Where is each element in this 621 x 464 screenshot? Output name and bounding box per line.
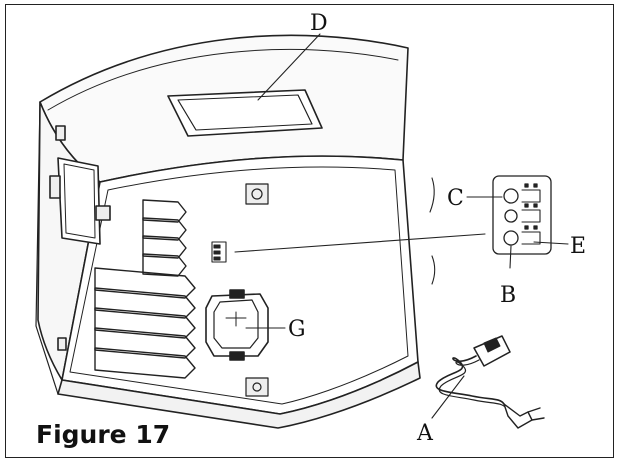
button-b (503, 230, 519, 246)
handle-opening (167, 89, 323, 137)
power-inlet (205, 289, 269, 361)
callout-leaders (245, 33, 569, 419)
callout-d: D (310, 11, 328, 36)
leader-e (533, 241, 569, 245)
side-door (49, 125, 111, 351)
callout-g: G (288, 317, 306, 342)
switch-block (211, 241, 227, 263)
leader-b (509, 245, 512, 269)
callout-b: B (500, 283, 516, 308)
control-panel-detail (492, 175, 552, 255)
ventilation-louvres (94, 199, 196, 379)
leader-a (431, 375, 465, 419)
callout-e: E (570, 234, 586, 259)
detail-leader-lines (234, 177, 486, 285)
callout-a: A (416, 421, 434, 446)
callout-c: C (447, 186, 464, 211)
figure-caption: Figure 17 (36, 420, 171, 449)
leader-d (257, 33, 321, 101)
power-cord (435, 335, 545, 429)
panel-screws (245, 183, 269, 397)
button-c (503, 188, 519, 204)
